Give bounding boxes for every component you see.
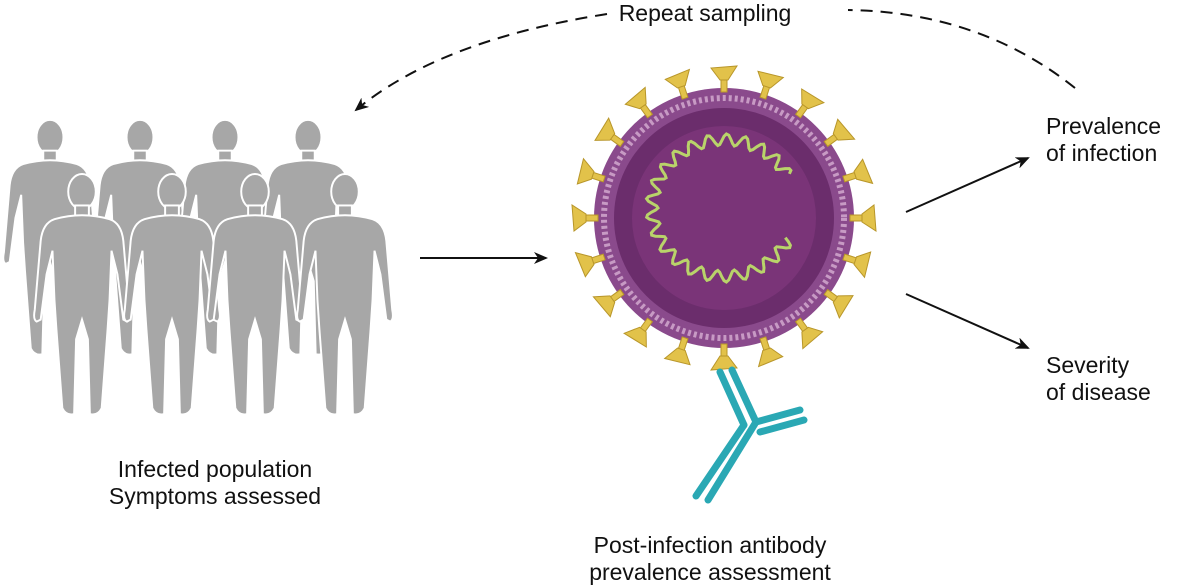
spike-protein-icon	[592, 288, 625, 318]
spike-protein-icon	[823, 118, 856, 148]
antibody-icon	[692, 366, 808, 504]
prevalence-label-line2: of infection	[1046, 140, 1158, 166]
spike-protein-icon	[757, 70, 785, 100]
spike-protein-icon	[594, 117, 625, 148]
repeat-sampling-arc-return	[354, 13, 608, 112]
spike-protein-icon	[664, 68, 691, 100]
spike-protein-icon	[823, 288, 854, 319]
repeat-sampling-label: Repeat sampling	[540, 0, 870, 27]
people-silhouette-icon	[2, 118, 394, 416]
spike-protein-icon	[623, 317, 654, 348]
severity-label: Severity of disease	[1046, 352, 1151, 406]
repeat-sampling-text: Repeat sampling	[618, 0, 792, 26]
antibody-label-line2: prevalence assessment	[589, 559, 831, 585]
rna-strand	[644, 132, 793, 284]
severity-label-line1: Severity	[1046, 352, 1130, 378]
prevalence-label-line1: Prevalence	[1046, 113, 1162, 139]
repeat-sampling-arc	[847, 9, 1076, 89]
severity-arrow	[905, 293, 1030, 349]
antibody-label-line1: Post-infection antibody	[593, 532, 827, 558]
spike-protein-icon	[576, 157, 606, 185]
antibody-label: Post-infection antibody prevalence asses…	[520, 532, 900, 586]
severity-label-line2: of disease	[1046, 379, 1151, 405]
prevalence-arrow	[905, 157, 1030, 213]
population-label-line1: Infected population	[117, 456, 313, 482]
spike-protein-icon	[574, 251, 606, 278]
spike-protein-icon	[757, 336, 784, 368]
population-label-line2: Symptoms assessed	[108, 483, 322, 509]
spike-protein-icon	[794, 317, 824, 350]
spike-protein-icon	[663, 336, 691, 366]
spike-protein-icon	[624, 86, 654, 119]
spike-protein-icon	[794, 88, 825, 119]
spike-protein-icon	[571, 204, 599, 232]
spike-protein-icon	[849, 204, 877, 232]
population-label: Infected population Symptoms assessed	[20, 456, 410, 510]
spike-protein-icon	[710, 343, 738, 371]
spike-protein-icon	[842, 158, 874, 185]
coronavirus-icon	[571, 65, 877, 371]
spike-protein-icon	[842, 251, 872, 279]
spike-protein-icon	[710, 65, 738, 93]
prevalence-label: Prevalence of infection	[1046, 113, 1161, 167]
